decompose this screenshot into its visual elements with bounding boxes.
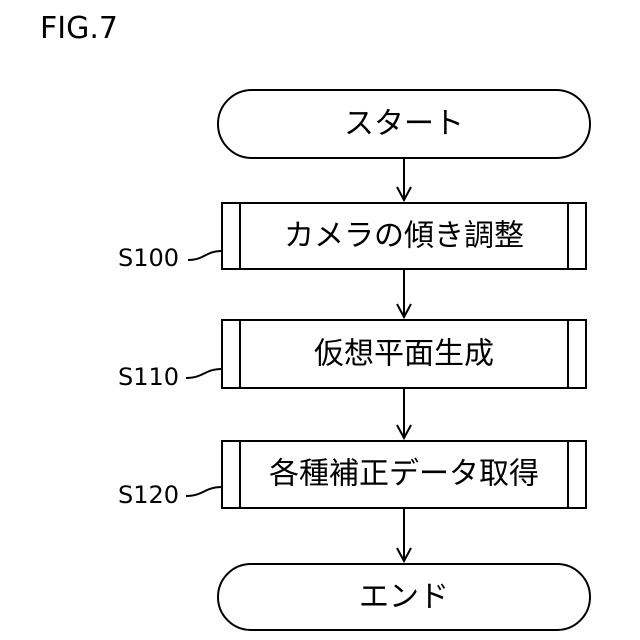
step-label-s110: S110 <box>118 363 222 391</box>
process-box-s120: 各種補正データ取得 <box>222 441 586 508</box>
start-label: スタート <box>344 107 464 142</box>
process-text-s100: カメラの傾き調整 <box>284 219 524 254</box>
figure-label: FIG.7 <box>40 11 118 46</box>
end-label: エンド <box>359 580 449 615</box>
step-label-s120: S120 <box>118 481 222 509</box>
arrow-s100-to-s110 <box>397 269 411 317</box>
step-id-s110: S110 <box>118 363 179 391</box>
step-id-s120: S120 <box>118 481 179 509</box>
process-box-s100: カメラの傾き調整 <box>222 203 586 269</box>
end-terminal: エンド <box>218 564 590 630</box>
process-text-s110: 仮想平面生成 <box>314 337 494 372</box>
process-box-s110: 仮想平面生成 <box>222 320 586 388</box>
arrow-s110-to-s120 <box>397 388 411 438</box>
process-text-s120: 各種補正データ取得 <box>269 457 539 492</box>
arrow-start-to-s100 <box>397 158 411 200</box>
arrow-s120-to-end <box>397 508 411 561</box>
start-terminal: スタート <box>218 90 590 158</box>
step-label-s100: S100 <box>118 244 222 272</box>
step-id-s100: S100 <box>118 244 179 272</box>
